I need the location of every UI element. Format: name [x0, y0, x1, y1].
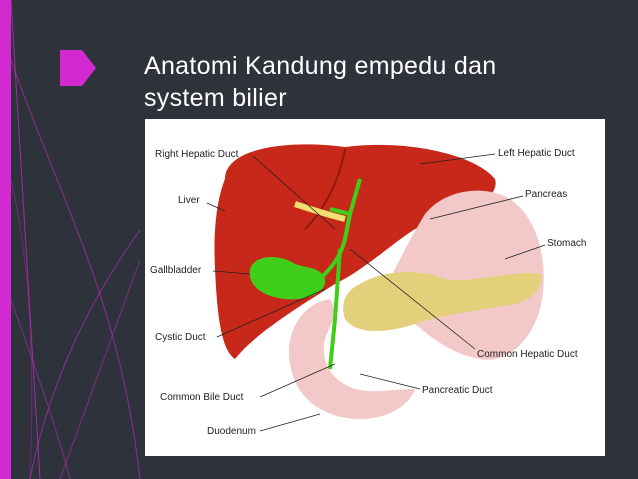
- accent-bar: [0, 0, 11, 479]
- decorative-lines: [10, 0, 141, 479]
- slide-title: Anatomi Kandung empedu dan system bilier: [144, 50, 614, 114]
- label-common-hepatic-duct: Common Hepatic Duct: [477, 349, 578, 360]
- anatomy-figure: Right Hepatic Duct Left Hepatic Duct Liv…: [145, 119, 605, 456]
- label-cystic-duct: Cystic Duct: [155, 332, 206, 343]
- duodenum-shape: [289, 299, 415, 419]
- label-common-bile-duct: Common Bile Duct: [160, 392, 244, 403]
- label-gallbladder: Gallbladder: [150, 265, 202, 276]
- label-stomach: Stomach: [547, 238, 587, 249]
- liver-shape: [214, 144, 496, 359]
- label-liver: Liver: [178, 195, 200, 206]
- title-line-2: system bilier: [144, 84, 287, 112]
- title-line-1: Anatomi Kandung empedu dan: [144, 52, 497, 80]
- label-right-hepatic-duct: Right Hepatic Duct: [155, 149, 239, 160]
- label-left-hepatic-duct: Left Hepatic Duct: [498, 148, 575, 159]
- pancreas-shape: [343, 272, 542, 331]
- bullet-arrow-icon: [60, 50, 96, 86]
- label-pancreatic-duct: Pancreatic Duct: [422, 385, 493, 396]
- label-duodenum: Duodenum: [207, 426, 256, 437]
- anatomy-illustration: [206, 144, 546, 432]
- gallbladder-shape: [249, 257, 326, 300]
- label-pancreas: Pancreas: [525, 189, 568, 200]
